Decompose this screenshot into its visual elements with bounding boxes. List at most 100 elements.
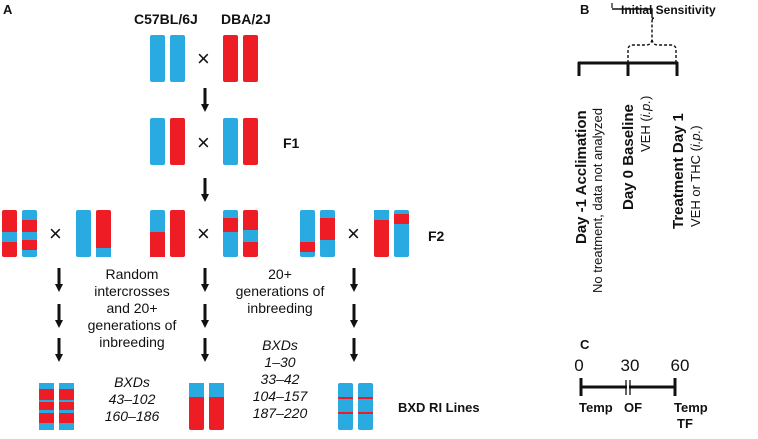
- day-minus1-subtitle: No treatment, data not analyzed: [590, 108, 605, 293]
- chromosome: [374, 210, 389, 257]
- chromosome-segment: [22, 240, 37, 250]
- f2-pair-1a: [2, 210, 37, 257]
- day0-title: Day 0 Baseline: [620, 104, 637, 210]
- chromosome-segment: [243, 230, 258, 242]
- bxd-list-line: 160–186: [105, 408, 160, 424]
- chromosome-segment: [338, 397, 353, 399]
- chromosome: [150, 35, 165, 82]
- chromosome-segment: [22, 220, 37, 232]
- day-minus1-title: Day -1 Acclimation: [573, 110, 590, 244]
- chromosome: [59, 383, 74, 430]
- f2-pair-3b: [374, 210, 409, 257]
- note-line: and 20+: [107, 300, 158, 316]
- note-line: inbreeding: [99, 334, 164, 350]
- treatment-day-subtitle: VEH or THC (i.p.): [688, 125, 703, 227]
- f1-pair-left: [150, 118, 185, 165]
- chromosome-segment: [394, 214, 409, 224]
- chromosome-segment: [223, 218, 238, 232]
- strain-c57bl-label: C57BL/6J: [134, 11, 198, 27]
- f2-pair-2b: [223, 210, 258, 257]
- chromosome: [223, 210, 238, 257]
- bracket-connector: [612, 8, 653, 18]
- treatment-day-title: Treatment Day 1: [670, 113, 687, 229]
- chromosome-segment: [39, 383, 54, 389]
- chromosome-segment: [59, 410, 74, 413]
- temp-label-end: Temp: [674, 400, 708, 415]
- chromosome: [243, 118, 258, 165]
- chromosome-segment: [59, 423, 74, 430]
- chromosome-segment: [150, 232, 165, 257]
- panel-a: A C57BL/6J DBA/2J × × F1: [2, 2, 480, 430]
- chromosome: [96, 210, 111, 257]
- bxd-list-line: 1–30: [264, 354, 295, 370]
- chromosome-segment: [338, 412, 353, 414]
- bxd-list-left: BXDs 43–102 160–186: [105, 374, 160, 424]
- chromosome-segment: [39, 400, 54, 402]
- chromosome: [170, 210, 185, 257]
- tick-label: 30: [621, 356, 640, 375]
- note-line: intercrosses: [94, 283, 169, 299]
- chromosome: [243, 35, 258, 82]
- bxd-list-line: 187–220: [253, 405, 308, 421]
- f1-label: F1: [283, 135, 300, 151]
- cross-symbol: ×: [49, 221, 62, 246]
- of-label: OF: [624, 400, 642, 415]
- chromosome-segment: [2, 232, 17, 242]
- parental-pair-dba: [223, 35, 258, 82]
- initial-sensitivity-label: Initial Sensitivity: [621, 3, 716, 17]
- bxd-list-line: 43–102: [109, 391, 156, 407]
- chromosome-segment: [189, 383, 204, 397]
- bxd-list-line: 33–42: [261, 371, 300, 387]
- dashed-bracket-left: [627, 17, 655, 63]
- chromosome: [150, 118, 165, 165]
- panel-b-label: B: [580, 2, 589, 17]
- chromosome-segment: [39, 410, 54, 413]
- chromosome: [76, 210, 91, 257]
- note-line: 20+: [268, 266, 292, 282]
- bxd-list-line: BXDs: [114, 374, 150, 390]
- chromosome: [39, 383, 54, 430]
- parental-pair-c57bl: [150, 35, 185, 82]
- chromosome: [338, 383, 353, 430]
- ri-pair-1: [39, 383, 74, 430]
- chromosome: [223, 35, 238, 82]
- bxd-list-line: 104–157: [253, 388, 309, 404]
- chromosome-segment: [209, 383, 224, 397]
- day0-subtitle: VEH (i.p.): [638, 96, 653, 152]
- chromosome: [170, 118, 185, 165]
- f2-label: F2: [428, 228, 445, 244]
- chromosome-segment: [39, 423, 54, 430]
- chromosome-segment: [320, 218, 335, 240]
- panel-c-label: C: [580, 337, 590, 352]
- chromosome-segment: [358, 412, 373, 414]
- cross-symbol: ×: [197, 46, 210, 71]
- f2-pair-2a: [150, 210, 185, 257]
- note-right: 20+ generations of inbreeding: [236, 266, 325, 316]
- f1-pair-right: [223, 118, 258, 165]
- panel-c: C 0 30 60 Temp OF Temp TF: [574, 337, 707, 431]
- chromosome-segment: [59, 400, 74, 402]
- panel-a-label: A: [3, 2, 13, 17]
- cross-symbol: ×: [197, 130, 210, 155]
- temp-label-start: Temp: [579, 400, 613, 415]
- note-line: generations of: [236, 283, 325, 299]
- chromosome-segment: [374, 210, 389, 220]
- f2-pair-1b: [76, 210, 111, 257]
- tick-label: 0: [574, 356, 583, 375]
- tf-label: TF: [677, 416, 693, 431]
- strain-dba-label: DBA/2J: [221, 11, 271, 27]
- note-line: generations of: [88, 317, 177, 333]
- note-line: Random: [106, 266, 159, 282]
- chromosome: [358, 383, 373, 430]
- tick-label: 60: [671, 356, 690, 375]
- cross-symbol: ×: [347, 221, 360, 246]
- chromosome-segment: [59, 383, 74, 389]
- dashed-bracket-right: [651, 37, 677, 63]
- panel-b: B Initial Sensitivity Day -1 Acclimation…: [573, 2, 716, 293]
- note-line: inbreeding: [247, 300, 312, 316]
- f2-pair-3a: [300, 210, 335, 257]
- chromosome: [170, 35, 185, 82]
- chromosome: [223, 118, 238, 165]
- chromosome-segment: [358, 397, 373, 399]
